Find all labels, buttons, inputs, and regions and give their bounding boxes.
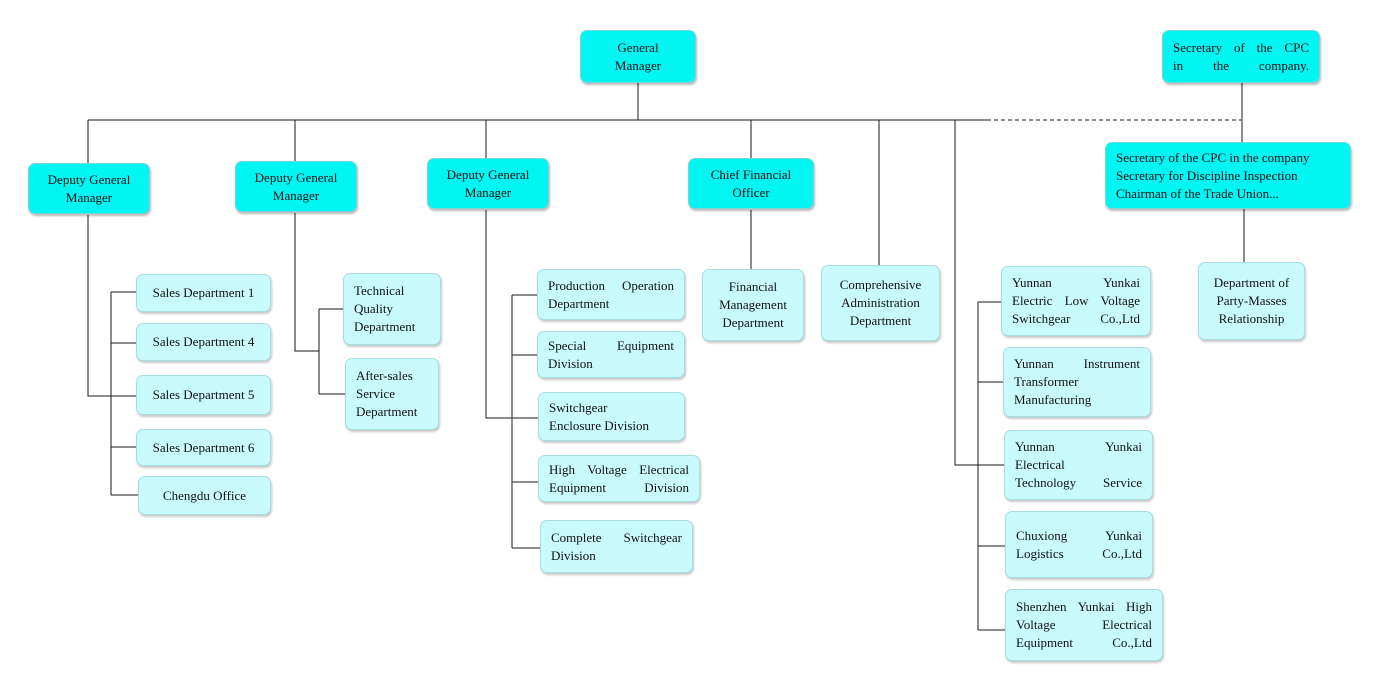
- switchgear-enclosure-division-box: Switchgear Enclosure Division: [538, 392, 685, 441]
- yunkai-electrical-technology-service-label: Yunnan Yunkai Electrical Technology Serv…: [1015, 439, 1142, 490]
- technical-quality-department-box: Technical Quality Department: [343, 273, 441, 345]
- after-sales-service-department-box: After-sales Service Department: [345, 358, 439, 430]
- special-equipment-division-label: Special Equipment Division: [548, 337, 674, 371]
- comprehensive-administration-department-label: Comprehensive Administration Department: [839, 277, 922, 328]
- yunkai-low-voltage-switchgear-box: Yunnan Yunkai Electric Low Voltage Switc…: [1001, 266, 1151, 336]
- yunkai-electrical-technology-service-box: Yunnan Yunkai Electrical Technology Serv…: [1004, 430, 1153, 500]
- chengdu-office-label: Chengdu Office: [162, 487, 247, 503]
- cpc-discipline-union-label: Secretary of the CPC in the company Secr…: [1116, 149, 1310, 201]
- deputy-general-manager-2-label: Deputy General Manager: [254, 169, 338, 203]
- sales-department-1-label: Sales Department 1: [152, 285, 255, 300]
- technical-quality-department-label: Technical Quality Department: [354, 283, 416, 334]
- high-voltage-equipment-division-label: High Voltage Electrical Equipment Divisi…: [549, 461, 689, 495]
- sales-department-6-box: Sales Department 6: [136, 429, 271, 466]
- cpc-secretary-label: Secretary of the CPC in the company.: [1173, 39, 1309, 73]
- switchgear-enclosure-division-label: Switchgear Enclosure Division: [549, 399, 650, 433]
- connector-deputy-1-trunk: [87, 215, 111, 397]
- production-operation-department-label: Production Operation Department: [548, 277, 674, 311]
- cpc-discipline-union-box: Secretary of the CPC in the company Secr…: [1105, 142, 1351, 209]
- sales-department-6-label: Sales Department 6: [152, 439, 255, 455]
- chuxiong-logistics-label: Chuxiong Yunkai Logistics Co.,Ltd: [1016, 527, 1142, 561]
- production-operation-department-box: Production Operation Department: [537, 269, 685, 320]
- complete-switchgear-division-box: Complete Switchgear Division: [540, 520, 693, 573]
- general-manager-label: General Manager: [614, 39, 662, 73]
- special-equipment-division-box: Special Equipment Division: [537, 331, 685, 378]
- connector-to-subsidiaries: [954, 120, 978, 466]
- financial-management-department-label: Financial Management Department: [719, 279, 787, 330]
- deputy-general-manager-1-label: Deputy General Manager: [47, 171, 131, 205]
- connector-deputy-2-trunk: [294, 213, 319, 352]
- high-voltage-equipment-division-box: High Voltage Electrical Equipment Divisi…: [538, 455, 700, 502]
- shenzhen-high-voltage-equipment-box: Shenzhen Yunkai High Voltage Electrical …: [1005, 589, 1163, 661]
- chief-financial-officer-box: Chief Financial Officer: [688, 158, 814, 209]
- sales-department-5-label: Sales Department 5: [152, 387, 255, 402]
- chief-financial-officer-label: Chief Financial Officer: [710, 166, 792, 200]
- sales-department-4-box: Sales Department 4: [136, 323, 271, 361]
- deputy-general-manager-3-box: Deputy General Manager: [427, 158, 549, 209]
- party-masses-relationship-department-label: Department of Party-Masses Relationship: [1213, 275, 1290, 326]
- party-masses-relationship-department-box: Department of Party-Masses Relationship: [1198, 262, 1305, 340]
- after-sales-service-department-label: After-sales Service Department: [356, 368, 418, 419]
- chengdu-office-box: Chengdu Office: [138, 476, 271, 515]
- connector-deputy-3-trunk: [485, 210, 512, 419]
- instrument-transformer-manufacturing-box: Yunnan Instrument Transformer Manufactur…: [1003, 347, 1151, 417]
- cpc-secretary-box: Secretary of the CPC in the company.: [1162, 30, 1320, 83]
- sales-department-5-box: Sales Department 5: [136, 375, 271, 415]
- deputy-general-manager-3-label: Deputy General Manager: [446, 166, 530, 200]
- chuxiong-logistics-box: Chuxiong Yunkai Logistics Co.,Ltd: [1005, 511, 1153, 578]
- deputy-general-manager-2-box: Deputy General Manager: [235, 161, 357, 212]
- financial-management-department-box: Financial Management Department: [702, 269, 804, 341]
- sales-department-1-box: Sales Department 1: [136, 274, 271, 312]
- yunkai-low-voltage-switchgear-label: Yunnan Yunkai Electric Low Voltage Switc…: [1012, 275, 1140, 326]
- complete-switchgear-division-label: Complete Switchgear Division: [551, 529, 682, 563]
- general-manager-box: General Manager: [580, 30, 696, 83]
- deputy-general-manager-1-box: Deputy General Manager: [28, 163, 150, 214]
- shenzhen-high-voltage-equipment-label: Shenzhen Yunkai High Voltage Electrical …: [1016, 599, 1152, 650]
- comprehensive-administration-department-box: Comprehensive Administration Department: [821, 265, 940, 341]
- instrument-transformer-manufacturing-label: Yunnan Instrument Transformer Manufactur…: [1014, 356, 1140, 407]
- sales-department-4-label: Sales Department 4: [152, 334, 255, 349]
